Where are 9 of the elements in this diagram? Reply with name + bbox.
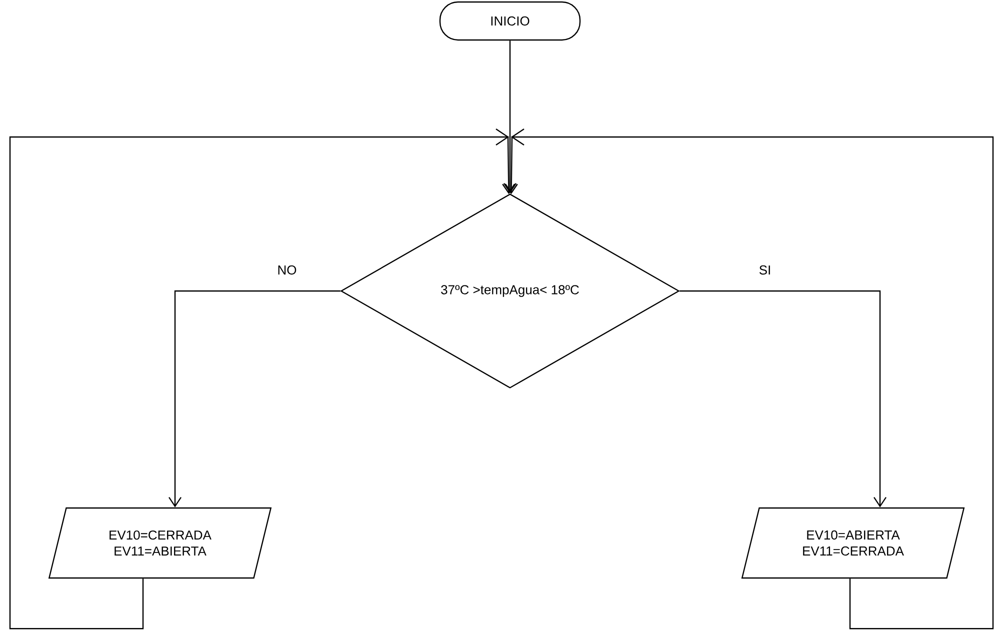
arrow <box>680 290 886 508</box>
data-parallelogram: EV10=ABIERTA EV11=CERRADA <box>741 507 965 579</box>
start-terminal: INICIO <box>439 1 581 41</box>
edge-label: NO <box>276 264 298 276</box>
arrow <box>168 290 340 508</box>
edge-label: SI <box>758 264 772 276</box>
arrow <box>504 128 994 630</box>
arrow <box>504 40 516 194</box>
arrow <box>9 128 516 630</box>
